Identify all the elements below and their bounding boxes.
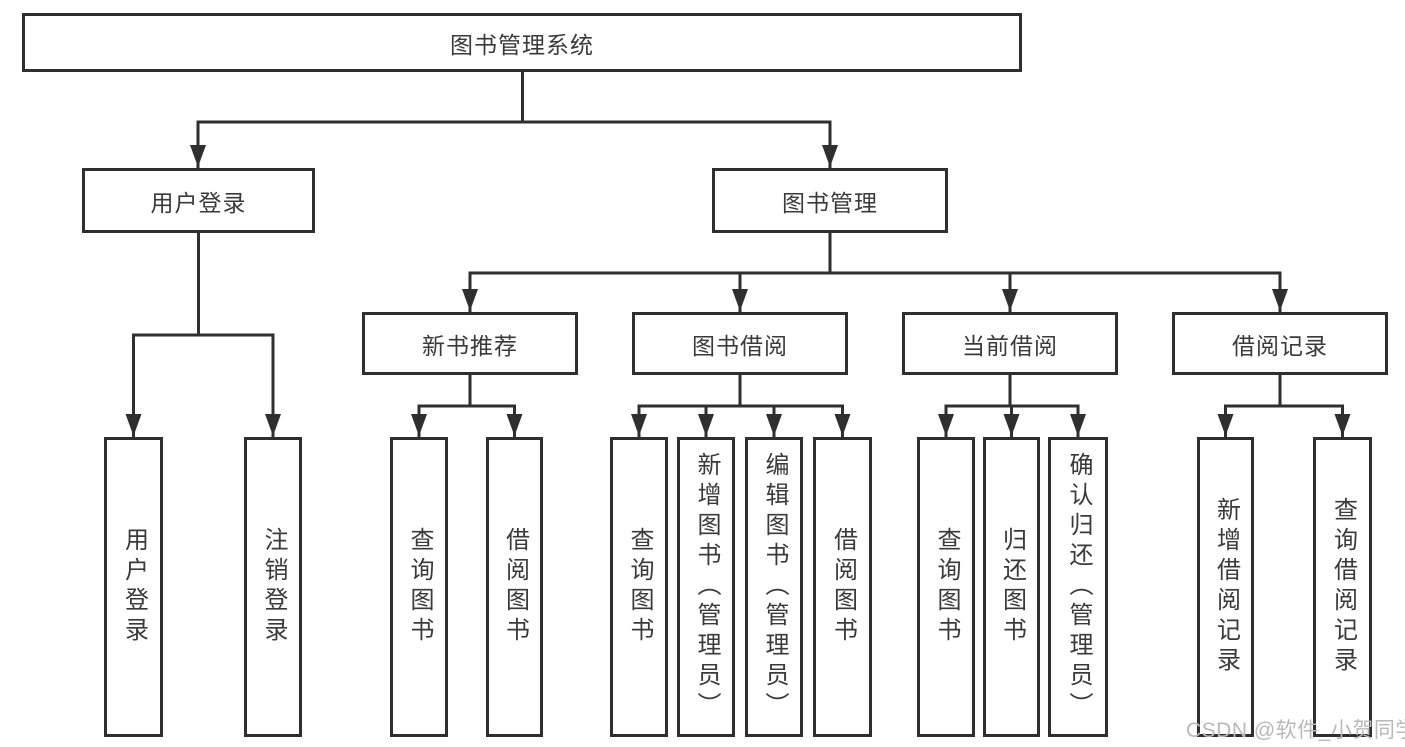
node-current-borrow: 当前借阅 (902, 312, 1118, 375)
node-label: 借阅图书 (501, 527, 529, 647)
leaf-return-books: 归还图书 (983, 437, 1040, 737)
node-label: 查询图书 (933, 527, 960, 647)
node-label: 确认归还（管理员） (1065, 452, 1092, 722)
node-label: 当前借阅 (962, 332, 1058, 359)
leaf-query-borrow-record: 查询借阅记录 (1313, 437, 1372, 737)
leaf-user-login: 用户登录 (104, 437, 163, 737)
leaf-recommend-query-books: 查询图书 (390, 437, 448, 737)
node-label: 新增图书（管理员） (693, 452, 720, 722)
node-label: 用户登录 (150, 189, 247, 216)
node-label: 图书管理 (782, 189, 878, 216)
node-label: 归还图书 (998, 527, 1026, 647)
node-label: 新增借阅记录 (1212, 497, 1240, 677)
node-label: 查询图书 (626, 527, 653, 647)
leaf-recommend-borrow-books: 借阅图书 (486, 437, 543, 737)
leaf-borrow-query-books: 查询图书 (610, 437, 668, 737)
csdn-watermark: CSDN @软件_小贺同学 (1186, 719, 1405, 742)
node-root-library-management-system: 图书管理系统 (22, 13, 1022, 72)
leaf-logout: 注销登录 (244, 437, 302, 737)
leaf-current-query-books: 查询图书 (917, 437, 975, 737)
node-label: 查询借阅记录 (1329, 497, 1357, 677)
node-label: 图书管理系统 (450, 31, 594, 58)
node-label: 借阅图书 (829, 527, 857, 647)
node-borrow-records: 借阅记录 (1172, 312, 1388, 375)
node-new-book-recommend: 新书推荐 (362, 312, 578, 375)
node-label: 借阅记录 (1232, 332, 1328, 359)
node-label: 查询图书 (406, 527, 433, 647)
node-label: 图书借阅 (692, 332, 788, 359)
leaf-edit-book-admin: 编辑图书（管理员） (745, 437, 803, 737)
node-book-borrow: 图书借阅 (632, 312, 848, 375)
node-book-management: 图书管理 (712, 168, 948, 233)
node-label: 编辑图书（管理员） (761, 452, 788, 722)
leaf-add-book-admin: 新增图书（管理员） (677, 437, 735, 737)
node-label: 新书推荐 (422, 332, 518, 359)
leaf-confirm-return-admin: 确认归还（管理员） (1048, 437, 1108, 737)
node-label: 注销登录 (260, 527, 287, 647)
leaf-borrow-books: 借阅图书 (813, 437, 872, 737)
leaf-add-borrow-record: 新增借阅记录 (1197, 437, 1254, 737)
node-label: 用户登录 (120, 527, 148, 647)
node-user-login: 用户登录 (82, 168, 315, 233)
